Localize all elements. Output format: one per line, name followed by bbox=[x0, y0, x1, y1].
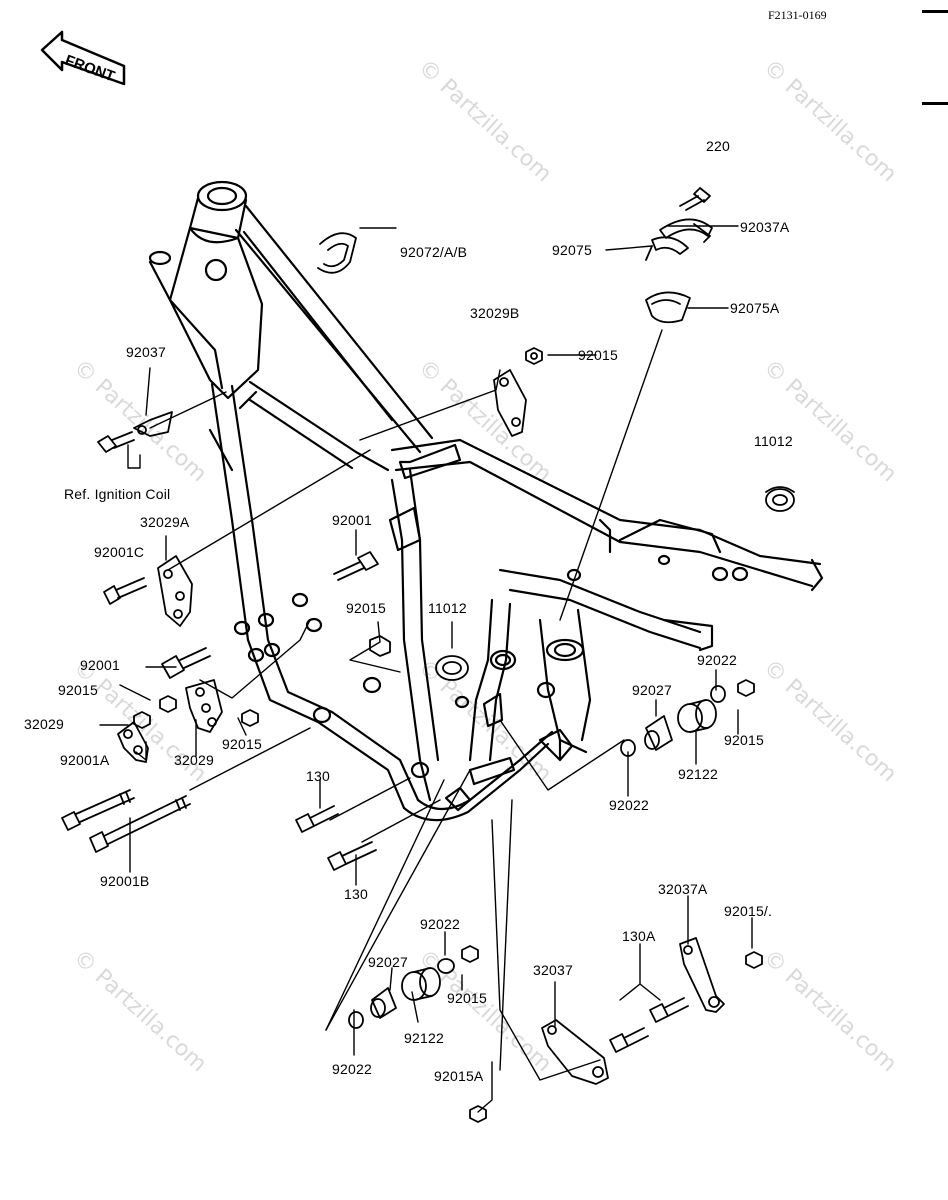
bolt-130-upper-icon bbox=[295, 805, 339, 833]
collar-92027-right-icon bbox=[644, 715, 673, 751]
grommet-92075a-icon bbox=[645, 291, 691, 324]
clamp-92037-icon bbox=[133, 411, 173, 437]
bolt-92001c-icon bbox=[103, 577, 147, 605]
part-label-92022-right-bottom: 92022 bbox=[609, 797, 649, 813]
part-label-32029b: 32029B bbox=[470, 305, 520, 321]
part-label-92075: 92075 bbox=[552, 242, 592, 258]
part-label-92072ab: 92072/A/B bbox=[400, 244, 468, 260]
bolt-92001-mid-icon bbox=[333, 551, 379, 581]
part-label-11012-mid: 11012 bbox=[428, 600, 467, 616]
part-label-92122-bottom: 92122 bbox=[404, 1030, 444, 1046]
part-label-92001a: 92001A bbox=[60, 752, 110, 768]
part-label-92001b: 92001B bbox=[100, 873, 150, 889]
part-label-130-lower: 130 bbox=[344, 886, 368, 902]
part-label-92015-left: 92015 bbox=[58, 682, 98, 698]
bracket-32029-center-icon bbox=[185, 679, 223, 733]
bracket-32029b-icon bbox=[493, 369, 527, 437]
bolt-220-icon bbox=[679, 187, 711, 211]
part-label-92015-bottom: 92015 bbox=[447, 990, 487, 1006]
nut-92015-right-icon bbox=[737, 679, 755, 697]
part-label-92015a: 92015A bbox=[434, 1068, 484, 1084]
edge-mark-top bbox=[922, 10, 948, 13]
part-label-130-upper: 130 bbox=[306, 768, 330, 784]
part-label-92015-cut: 92015/. bbox=[724, 903, 773, 919]
note-ref-ignition-coil: Ref. Ignition Coil bbox=[64, 486, 171, 502]
part-label-92122-right: 92122 bbox=[678, 766, 718, 782]
damper-92122-bottom-icon bbox=[401, 967, 441, 1001]
front-arrow-icon: FRONT bbox=[40, 30, 126, 85]
part-label-32037a: 32037A bbox=[658, 881, 708, 897]
washer-92022-bottom-top-icon bbox=[437, 958, 455, 974]
part-label-92027-bottom: 92027 bbox=[368, 954, 408, 970]
part-label-32037: 32037 bbox=[533, 962, 573, 978]
part-label-92001-left: 92001 bbox=[80, 657, 120, 673]
part-label-92015-center: 92015 bbox=[222, 736, 262, 752]
bracket-32037a-icon bbox=[679, 937, 725, 1013]
nut-92015-cut-icon bbox=[745, 951, 763, 969]
part-label-92015-mid: 92015 bbox=[346, 600, 386, 616]
part-label-92037a: 92037A bbox=[740, 219, 790, 235]
part-label-130a: 130A bbox=[622, 928, 656, 944]
collar-92027-bottom-icon bbox=[370, 987, 397, 1019]
leader-lines bbox=[99, 225, 753, 1113]
frame-assembly bbox=[148, 180, 824, 822]
bolt-130-lower-icon bbox=[327, 841, 377, 871]
part-label-92001-mid: 92001 bbox=[332, 512, 372, 528]
bracket-32029-left-icon bbox=[117, 721, 149, 763]
part-label-92022-bottom-top: 92022 bbox=[420, 916, 460, 932]
nut-92015-center-icon bbox=[241, 709, 259, 727]
washer-92022-right-top-icon bbox=[710, 685, 726, 703]
part-label-220: 220 bbox=[706, 138, 730, 154]
part-label-11012-right: 11012 bbox=[754, 433, 793, 449]
clamp-92075-icon bbox=[645, 236, 689, 261]
bolt-92001-left-icon bbox=[161, 647, 211, 679]
part-label-92015-top: 92015 bbox=[578, 347, 618, 363]
part-label-32029-left: 32029 bbox=[24, 716, 64, 732]
washer-92022-right-bottom-icon bbox=[620, 739, 636, 757]
bracket-32029a-icon bbox=[157, 555, 193, 627]
grommet-11012-right-icon bbox=[765, 486, 795, 512]
part-label-32029a: 32029A bbox=[140, 514, 190, 530]
bracket-32037-icon bbox=[541, 1019, 609, 1085]
washer-92022-bottom-left-icon bbox=[348, 1011, 364, 1029]
nut-92015-bottom-icon bbox=[461, 945, 479, 963]
hardware-parts bbox=[61, 187, 795, 1123]
bolt-130a-icon bbox=[609, 997, 689, 1053]
part-label-92037: 92037 bbox=[126, 344, 166, 360]
damper-92122-right-icon bbox=[677, 699, 717, 733]
part-label-92022-bottom-left: 92022 bbox=[332, 1061, 372, 1077]
part-label-92015-right: 92015 bbox=[724, 732, 764, 748]
diagram-code: F2131-0169 bbox=[768, 8, 827, 22]
edge-mark-bottom bbox=[922, 102, 948, 105]
band-92072-icon bbox=[317, 232, 357, 274]
nut-92015a-icon bbox=[469, 1105, 487, 1123]
part-label-92027-right: 92027 bbox=[632, 682, 672, 698]
part-label-92001c: 92001C bbox=[94, 544, 145, 560]
nut-92015-mid-icon bbox=[369, 635, 391, 657]
part-label-92075a: 92075A bbox=[730, 300, 780, 316]
bolt-92001a-icon bbox=[61, 789, 135, 831]
ignition-coil-bolt-icon bbox=[97, 431, 135, 453]
nut-92015-left-icon bbox=[133, 695, 177, 729]
nut-92015-top-icon bbox=[525, 347, 543, 365]
bolt-92001b-icon bbox=[89, 795, 191, 853]
part-label-92022-right-top: 92022 bbox=[697, 652, 737, 668]
clamp-92037a-icon bbox=[659, 218, 713, 243]
grommet-11012-mid-icon bbox=[435, 655, 469, 681]
part-label-32029-center: 32029 bbox=[174, 752, 214, 768]
